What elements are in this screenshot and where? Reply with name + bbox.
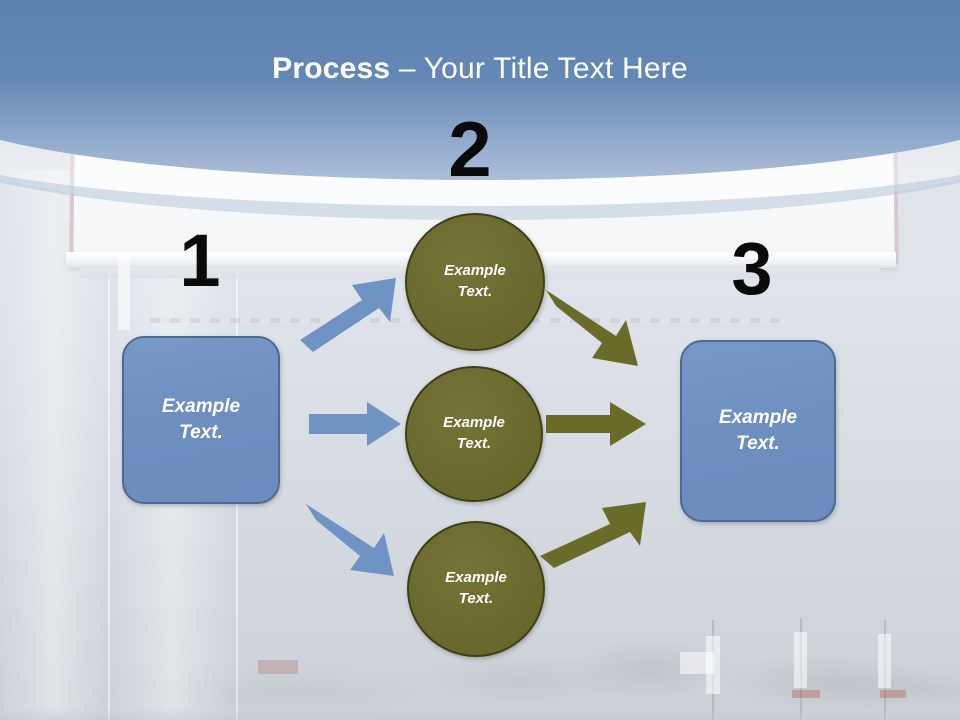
background-flag-3 bbox=[878, 634, 891, 688]
circle-bottom-text: Example Text. bbox=[445, 568, 507, 609]
olive-arrow-up-right bbox=[540, 502, 652, 572]
circle-bottom-line1: Example bbox=[445, 569, 507, 587]
circle-middle-text: Example Text. bbox=[443, 413, 505, 454]
background-pillar-edge-a bbox=[108, 170, 110, 720]
page-title-strong: Process bbox=[272, 52, 391, 85]
background-building bbox=[258, 660, 298, 674]
olive-arrow-right-shape bbox=[546, 402, 646, 446]
circle-top-line2: Text. bbox=[457, 283, 493, 300]
olive-arrow-right bbox=[546, 402, 652, 448]
node-right-line2: Text. bbox=[736, 433, 780, 454]
step-number-1: 1 bbox=[179, 219, 221, 302]
page-title: Process – Your Title Text Here bbox=[0, 52, 960, 86]
olive-arrow-down-right-shape bbox=[546, 290, 638, 366]
blue-arrow-down-right bbox=[306, 500, 418, 578]
background-sign bbox=[680, 652, 714, 674]
circle-top-line1: Example bbox=[444, 262, 506, 280]
blue-arrow-right-shape bbox=[309, 402, 401, 446]
node-left-text: Example Text. bbox=[162, 394, 240, 446]
node-right-line1: Example bbox=[718, 406, 798, 428]
background-red-marker-1 bbox=[792, 690, 820, 698]
process-node-left-box[interactable]: Example Text. bbox=[122, 336, 280, 504]
page-title-separator: – bbox=[390, 52, 424, 85]
process-node-circle-middle[interactable]: Example Text. bbox=[405, 366, 543, 502]
blue-arrow-up-right bbox=[300, 278, 410, 354]
circle-middle-line1: Example bbox=[443, 414, 505, 432]
olive-arrow-up-right-shape bbox=[540, 502, 646, 568]
circle-middle-line2: Text. bbox=[456, 435, 492, 452]
page-title-rest: Your Title Text Here bbox=[423, 52, 688, 85]
olive-arrow-down-right bbox=[546, 288, 658, 368]
background-flag-2 bbox=[794, 632, 807, 688]
blue-arrow-up-right-shape bbox=[300, 278, 396, 352]
circle-top-text: Example Text. bbox=[444, 261, 506, 302]
blue-arrow-right bbox=[309, 402, 405, 448]
node-right-text: Example Text. bbox=[719, 405, 797, 457]
node-left-line1: Example bbox=[161, 395, 241, 417]
step-number-2: 2 bbox=[448, 105, 492, 193]
circle-bottom-line2: Text. bbox=[458, 590, 494, 607]
slide-bottom-edge bbox=[0, 708, 960, 720]
process-node-right-box[interactable]: Example Text. bbox=[680, 340, 836, 522]
process-node-circle-top[interactable]: Example Text. bbox=[405, 213, 545, 351]
process-node-circle-bottom[interactable]: Example Text. bbox=[407, 521, 545, 657]
background-red-marker-2 bbox=[880, 690, 906, 698]
node-left-line2: Text. bbox=[179, 422, 223, 443]
blue-arrow-down-right-shape bbox=[306, 504, 394, 576]
step-number-3: 3 bbox=[731, 227, 773, 310]
background-board-bracket bbox=[118, 256, 130, 330]
